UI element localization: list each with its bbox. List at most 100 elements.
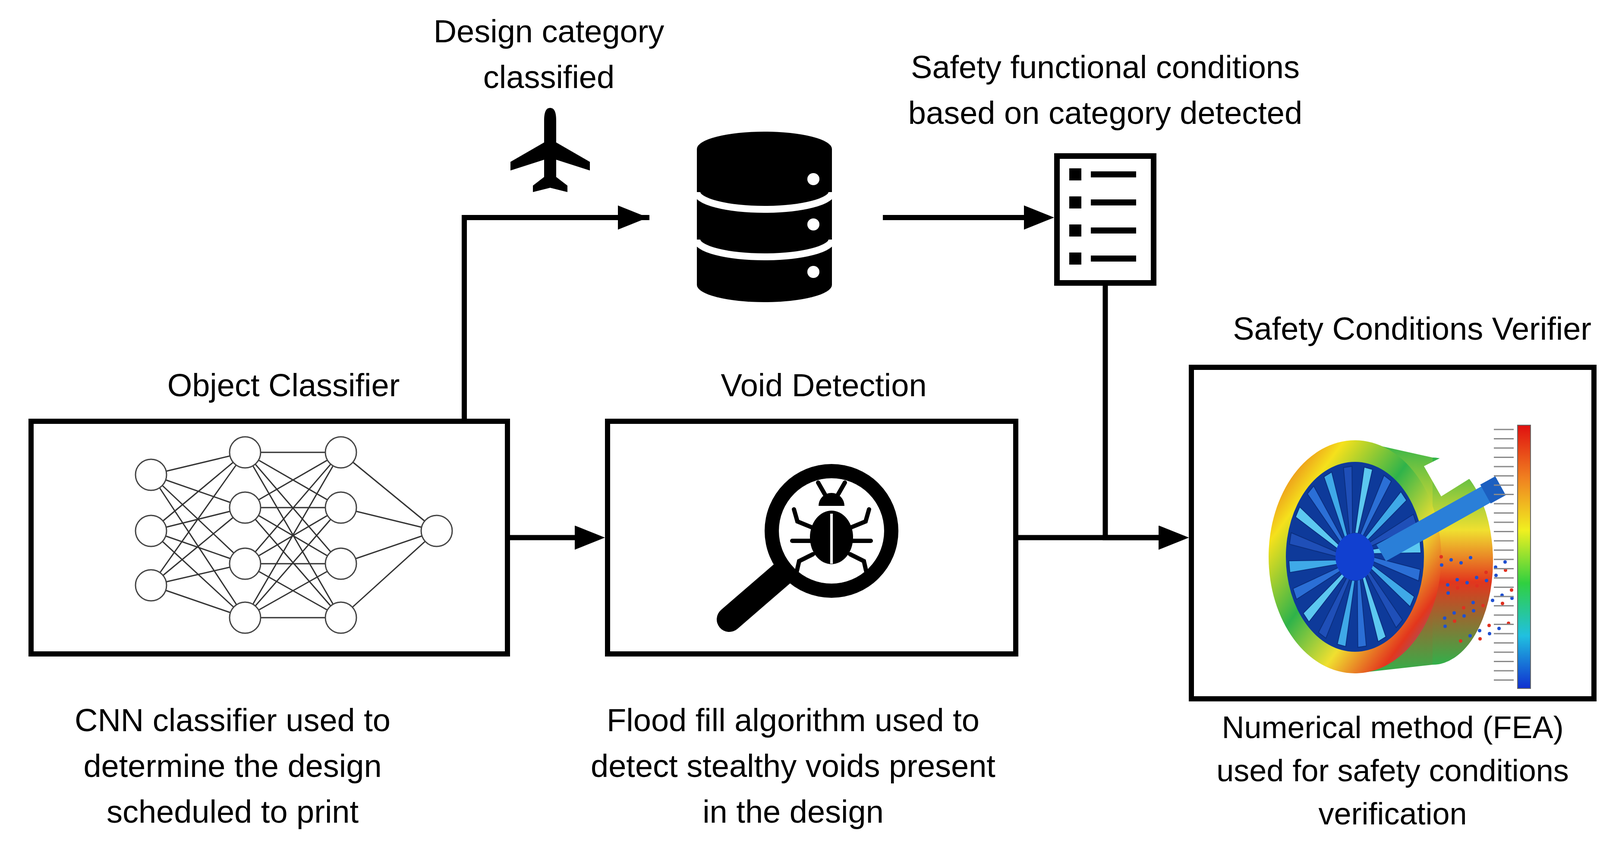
bug-magnifier-icon-part xyxy=(830,513,833,564)
debris-dots-part xyxy=(1468,555,1473,560)
neural-network-icon-part xyxy=(340,452,437,531)
database-icon-part xyxy=(617,205,649,230)
node-heading: Object Classifier xyxy=(167,362,400,409)
debris-dots-part xyxy=(1439,563,1444,567)
debris-dots-part xyxy=(1500,601,1505,605)
fringe-level-ticks-part xyxy=(1493,447,1514,449)
neural-network-icon-part xyxy=(325,548,357,580)
debris-dots-part xyxy=(1509,588,1514,592)
node-heading: Void Detection xyxy=(720,362,927,409)
fea-engine-illustration-part xyxy=(1376,479,1502,561)
fan-blades-part xyxy=(1288,559,1339,573)
database-icon-part xyxy=(807,265,820,278)
debris-dots-part xyxy=(1484,570,1488,574)
fringe-level-ticks-part xyxy=(1493,558,1514,561)
debris-dots-part xyxy=(1442,616,1447,620)
checklist-icon-part xyxy=(1090,255,1137,262)
neural-network-icon-part xyxy=(245,563,341,618)
fea-engine-illustration-part xyxy=(1517,425,1531,689)
bug-magnifier-icon-part xyxy=(778,478,885,584)
debris-dots-part xyxy=(1497,626,1501,630)
neural-network-icon-part xyxy=(340,530,437,618)
fringe-level-ticks-part xyxy=(1493,614,1514,616)
bug-magnifier-icon-part xyxy=(729,572,784,620)
node-caption: CNN classifier used to determine the des… xyxy=(29,697,436,835)
node-heading: Safety Conditions Verifier xyxy=(1232,305,1592,352)
fringe-level-ticks-part xyxy=(1493,586,1514,588)
checklist-icon-part xyxy=(1069,252,1082,265)
neural-network-icon-part xyxy=(229,436,261,468)
node-heading: Safety functional conditions based on ca… xyxy=(868,44,1343,136)
debris-dots-part xyxy=(1468,633,1472,638)
neural-network-icon-part xyxy=(135,515,167,547)
neural-network-icon-part xyxy=(135,569,167,601)
flow-arrow xyxy=(1105,285,1175,538)
fringe-level-ticks-part xyxy=(1493,503,1514,505)
database-icon-part xyxy=(696,148,832,285)
fea-engine-illustration-part xyxy=(1268,440,1442,674)
fringe-level-ticks-part xyxy=(1493,484,1514,486)
checklist-icon xyxy=(1069,168,1137,265)
checklist-icon-part xyxy=(1090,227,1137,234)
debris-dots-part xyxy=(1439,554,1443,559)
verifier-box: Safety Conditions VerifierNumerical meth… xyxy=(1188,364,1597,702)
fringe-level-ticks-part xyxy=(1493,549,1514,551)
debris-dots-part xyxy=(1490,598,1495,602)
checklist-icon-part xyxy=(1090,171,1137,178)
fan-blades xyxy=(1288,466,1421,648)
debris-dots-part xyxy=(1471,608,1476,613)
debris-dots-part xyxy=(1478,636,1482,641)
edge-label: Design category classified xyxy=(384,8,713,101)
debris-dots-part xyxy=(1462,614,1466,618)
debris-dots-part xyxy=(1471,600,1475,605)
debris-dots-part xyxy=(1474,575,1479,580)
fringe-level-ticks-part xyxy=(1493,475,1514,477)
bug-magnifier-icon-part-part xyxy=(796,554,813,573)
fan-blades-part xyxy=(1357,579,1367,647)
fea-engine-illustration-part xyxy=(1285,461,1424,652)
debris-dots-part xyxy=(1481,603,1485,608)
checklist-icon-part xyxy=(1069,196,1082,209)
neural-network-icon-part xyxy=(245,563,341,618)
fringe-level-ticks-part xyxy=(1493,660,1514,662)
fringe-level-ticks-part xyxy=(1493,540,1514,542)
neural-network-icon-part xyxy=(229,601,261,634)
neural-network-icon-part xyxy=(151,507,246,586)
fringe-level-ticks-part xyxy=(1493,466,1514,468)
neural-network-icon-part xyxy=(325,436,357,468)
bug-magnifier-icon-part xyxy=(818,492,845,506)
node-caption: Flood fill algorithm used to detect stea… xyxy=(585,697,1001,835)
debris-dots-part xyxy=(1455,585,1460,590)
neural-network-icon-part xyxy=(245,452,341,618)
checklist-box: Safety functional conditions based on ca… xyxy=(1054,153,1157,286)
bug-magnifier-icon-part-part xyxy=(837,482,845,495)
debris-dots-part xyxy=(1452,619,1457,623)
debris-dots-part xyxy=(1443,624,1447,628)
neural-network-icon-part xyxy=(151,474,246,618)
debris-dots-part xyxy=(1461,605,1466,610)
airplane-icon xyxy=(510,107,590,193)
debris-dots-part xyxy=(1458,639,1463,643)
debris-dots-part xyxy=(1477,628,1482,633)
database-icon-part xyxy=(807,218,820,231)
fringe-level-ticks-part xyxy=(1493,456,1514,458)
fringe-level-ticks-part xyxy=(1493,679,1514,681)
fringe-level-ticks-part xyxy=(1493,437,1514,440)
fringe-level-ticks-part xyxy=(1493,512,1514,514)
debris-dots xyxy=(1439,554,1514,643)
fan-blades-part xyxy=(1292,566,1341,600)
neural-network-icon-part xyxy=(325,491,357,523)
debris-dots-part xyxy=(1503,560,1507,564)
database-icon-part xyxy=(807,173,820,186)
database-icon-part xyxy=(696,239,832,257)
bug-magnifier-icon-part xyxy=(764,463,899,598)
neural-network-icon-part xyxy=(135,459,167,491)
fea-engine-illustration-part xyxy=(1480,475,1506,504)
bug-magnifier-icon-part-part xyxy=(850,509,870,528)
bug-magnifier-icon-part-part xyxy=(792,538,811,543)
checklist-icon-part xyxy=(1069,224,1082,237)
process-box: Void DetectionFlood fill algorithm used … xyxy=(604,418,1019,657)
fringe-level-ticks-part xyxy=(1493,604,1514,607)
checklist-icon-part xyxy=(1069,168,1082,181)
